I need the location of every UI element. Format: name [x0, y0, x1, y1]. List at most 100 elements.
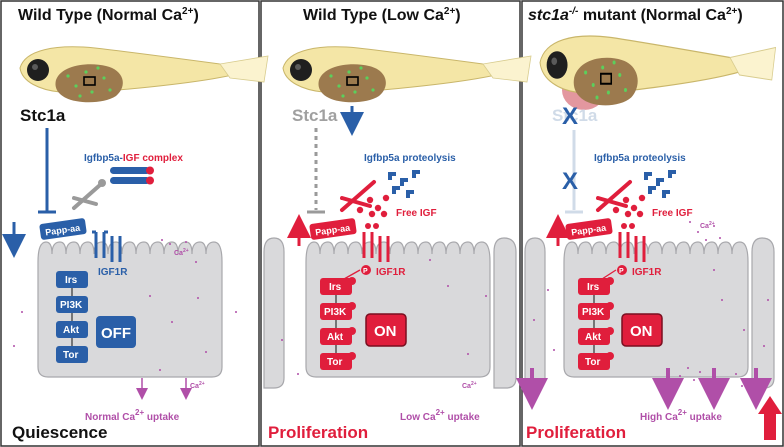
- neighbor-cell-left: [263, 237, 285, 389]
- zebrafish-larva-icon: [282, 46, 532, 104]
- irs-box: [578, 278, 610, 295]
- igfbp5a-fragments-icon: [644, 170, 676, 198]
- state-box: [365, 313, 407, 347]
- akt-label: Akt: [327, 332, 344, 343]
- phospho-dot: [606, 327, 614, 335]
- ion-label-lower: Ca2+: [190, 381, 205, 390]
- panel-wild-type-low: Wild Type (Low Ca2+) Stc1a Igfbp5a prote…: [263, 6, 532, 442]
- zebrafish-larva-icon: [19, 46, 269, 104]
- phospho-dot: [606, 352, 614, 360]
- blocked-x-icon: X: [562, 168, 578, 195]
- papp-aa-scissors-icon: [72, 179, 106, 210]
- pi3k-box: [320, 303, 352, 320]
- neighbor-cell-left: [524, 237, 546, 389]
- calcium-dots: [13, 239, 237, 371]
- phospho-dot: [348, 277, 356, 285]
- state-label: ON: [374, 323, 397, 340]
- panel-mutant: stc1a-/- mutant (Normal Ca2+) Stc1a X X …: [516, 6, 782, 442]
- phospho-dot: [348, 352, 356, 360]
- akt-label: Akt: [585, 332, 602, 343]
- pi3k-label: PI3K: [60, 300, 83, 311]
- ion-label: Ca2+: [462, 381, 477, 390]
- pi3k-label: PI3K: [324, 307, 347, 318]
- phospho-dot: [361, 265, 371, 275]
- panel-3-title: stc1a-/- mutant (Normal Ca2+): [528, 6, 743, 24]
- phospho-dot: [606, 277, 614, 285]
- complex-label: Igfbp5a-IGF complex: [84, 153, 183, 164]
- phospho-dot: [348, 302, 356, 310]
- stc1a-label: Stc1a: [552, 106, 598, 125]
- activation-arrow-icon: [343, 269, 361, 280]
- phospho-dot: [348, 327, 356, 335]
- irs-label: Irs: [587, 282, 600, 293]
- pi3k-label: PI3K: [582, 307, 605, 318]
- igfbp5a-fragments-icon: [388, 170, 420, 198]
- panel-2-title: Wild Type (Low Ca2+): [303, 6, 461, 24]
- signaling-chain: Irs PI3K Akt Tor: [56, 271, 88, 363]
- igfbp5a-igf-complex-icon: [110, 166, 154, 185]
- stc1a-label: Stc1a: [20, 106, 66, 125]
- signaling-chain: Irs PI3K Akt Tor: [320, 269, 361, 370]
- pi3k-box: [578, 303, 610, 320]
- papp-aa-scissors-icon: [340, 180, 376, 212]
- uptake-label: Normal Ca2+ uptake: [85, 408, 180, 423]
- tor-label: Tor: [585, 357, 600, 368]
- panel-frame-wild-type-low: [260, 0, 521, 447]
- tor-box: [56, 346, 88, 363]
- papp-aa-label: Papp-aa: [315, 223, 352, 238]
- uptake-label: Low Ca2+ uptake: [400, 408, 480, 423]
- akt-box: [578, 328, 610, 345]
- outcome-label: Proliferation: [526, 423, 626, 442]
- stc1a-label: Stc1a: [292, 106, 338, 125]
- papp-aa-box: [309, 218, 357, 240]
- panel-frame-wild-type-normal: [0, 0, 260, 447]
- panel-1-title: Wild Type (Normal Ca2+): [18, 6, 199, 24]
- outcome-label: Proliferation: [268, 423, 368, 442]
- irs-box: [320, 278, 352, 295]
- state-label: ON: [630, 323, 653, 340]
- igf1r-receptor-icon: [362, 223, 390, 262]
- activation-arrow-icon: [601, 269, 617, 280]
- igf1r-receptor-icon: [618, 223, 646, 262]
- neighbor-cell-right: [751, 237, 775, 389]
- akt-box: [320, 328, 352, 345]
- phospho-dot: [617, 265, 627, 275]
- papp-aa-scissors-icon: [596, 180, 632, 212]
- papp-aa-label: Papp-aa: [571, 223, 608, 238]
- papp-aa-label: Papp-aa: [45, 223, 82, 238]
- phospho-label: P: [363, 268, 368, 275]
- irs-label: Irs: [329, 282, 342, 293]
- igf1r-receptor-icon: [92, 230, 122, 262]
- uptake-label: High Ca2+ uptake: [640, 408, 722, 423]
- panel-frame-mutant: [521, 0, 784, 447]
- igf1r-label: IGF1R: [632, 267, 662, 278]
- igf1r-label: IGF1R: [98, 267, 128, 278]
- free-igf-label: Free IGF: [396, 208, 437, 219]
- tor-box: [320, 353, 352, 370]
- phospho-label: P: [619, 268, 624, 275]
- calcium-dots: [281, 259, 487, 375]
- blocked-x-icon: X: [562, 103, 578, 130]
- state-box: [621, 313, 663, 347]
- pi3k-box: [56, 296, 88, 313]
- papp-aa-box: [565, 218, 613, 240]
- proteolysis-label: Igfbp5a proteolysis: [594, 153, 686, 164]
- phospho-dot: [606, 302, 614, 310]
- free-igf-label: Free IGF: [652, 208, 693, 219]
- ion-label: Ca2+: [700, 221, 715, 230]
- outcome-label: Quiescence: [12, 423, 107, 442]
- proteolysis-label: Igfbp5a proteolysis: [364, 153, 456, 164]
- tor-label: Tor: [327, 357, 342, 368]
- akt-box: [56, 321, 88, 338]
- ion-label: Ca2+: [174, 248, 189, 257]
- increase-arrow-icon: [758, 396, 782, 440]
- irs-label: Irs: [65, 275, 78, 286]
- neighbor-cell-right: [493, 237, 517, 389]
- tor-box: [578, 353, 610, 370]
- state-box: [96, 316, 136, 348]
- irs-box: [56, 271, 88, 288]
- signaling-chain: Irs PI3K Akt Tor: [578, 269, 617, 370]
- panel-wild-type-normal: Wild Type (Normal Ca2+) Stc1a Igfbp5a-IG…: [2, 6, 269, 442]
